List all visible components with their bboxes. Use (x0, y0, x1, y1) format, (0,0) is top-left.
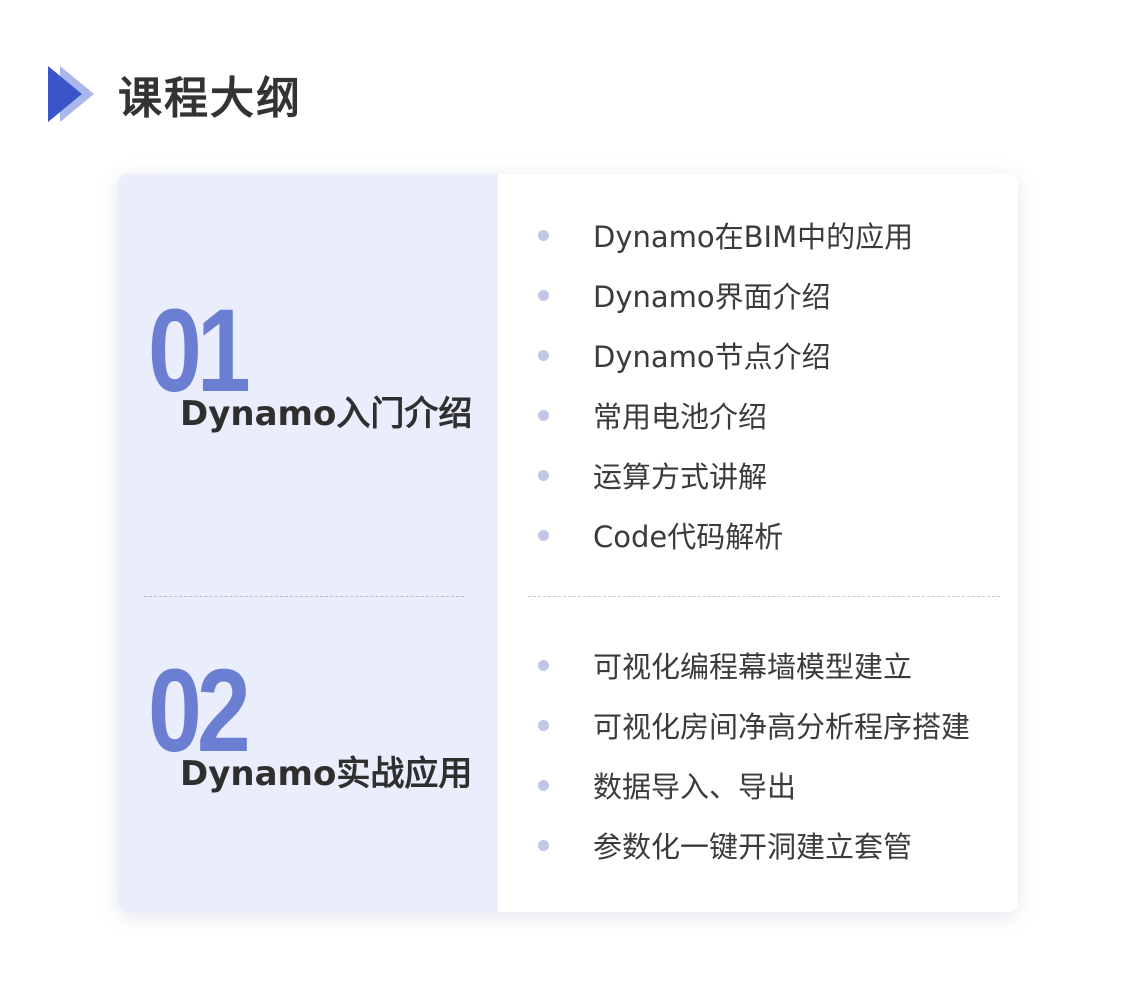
list-item: 可视化编程幕墙模型建立 (538, 635, 970, 695)
section-title: Dynamo实战应用 (180, 754, 473, 794)
list-item: 数据导入、导出 (538, 755, 970, 815)
list-item-text: Dynamo在BIM中的应用 (593, 220, 914, 254)
list-item-text: 常用电池介绍 (593, 400, 768, 434)
page-title: 课程大纲 (118, 73, 302, 124)
list-item-text: Dynamo界面介绍 (593, 280, 831, 314)
section-item-list: 可视化编程幕墙模型建立 可视化房间净高分析程序搭建 数据导入、导出 参数化一键开… (538, 635, 970, 875)
list-item: Dynamo在BIM中的应用 (538, 205, 913, 265)
list-item: 参数化一键开洞建立套管 (538, 815, 970, 875)
list-item-text: 运算方式讲解 (593, 460, 768, 494)
section-number: 01 (148, 285, 251, 417)
list-item: 可视化房间净高分析程序搭建 (538, 695, 970, 755)
list-item: 运算方式讲解 (538, 445, 913, 505)
section-item-list: Dynamo在BIM中的应用 Dynamo界面介绍 Dynamo节点介绍 常用电… (538, 205, 913, 565)
bullet-dot-icon (538, 229, 549, 241)
list-item: Dynamo界面介绍 (538, 265, 913, 325)
list-item: Code代码解析 (538, 505, 913, 565)
course-outline-card: 01 Dynamo入门介绍 Dynamo在BIM中的应用 Dynamo界面介绍 … (118, 174, 1018, 912)
bullet-dot-icon (538, 839, 549, 851)
section-number: 02 (148, 645, 251, 777)
bullet-dot-icon (538, 349, 549, 361)
list-item-text: Code代码解析 (593, 520, 784, 554)
list-item-text: Dynamo节点介绍 (593, 340, 831, 374)
page-header: 课程大纲 (48, 64, 302, 124)
list-item-text: 数据导入、导出 (593, 770, 797, 804)
list-item-text: 参数化一键开洞建立套管 (593, 830, 913, 864)
list-item: 常用电池介绍 (538, 385, 913, 445)
list-item: Dynamo节点介绍 (538, 325, 913, 385)
section-divider (528, 596, 1000, 597)
bullet-dot-icon (538, 719, 549, 731)
list-item-text: 可视化编程幕墙模型建立 (593, 650, 913, 684)
bullet-dot-icon (538, 659, 549, 671)
bullet-dot-icon (538, 529, 549, 541)
bullet-dot-icon (538, 409, 549, 421)
bullet-dot-icon (538, 289, 549, 301)
list-item-text: 可视化房间净高分析程序搭建 (593, 710, 971, 744)
bullet-dot-icon (538, 779, 549, 791)
bullet-dot-icon (538, 469, 549, 481)
play-arrow-icon (48, 64, 100, 124)
section-title: Dynamo入门介绍 (180, 394, 473, 434)
section-divider (144, 596, 464, 597)
section-headers-panel (118, 174, 498, 912)
